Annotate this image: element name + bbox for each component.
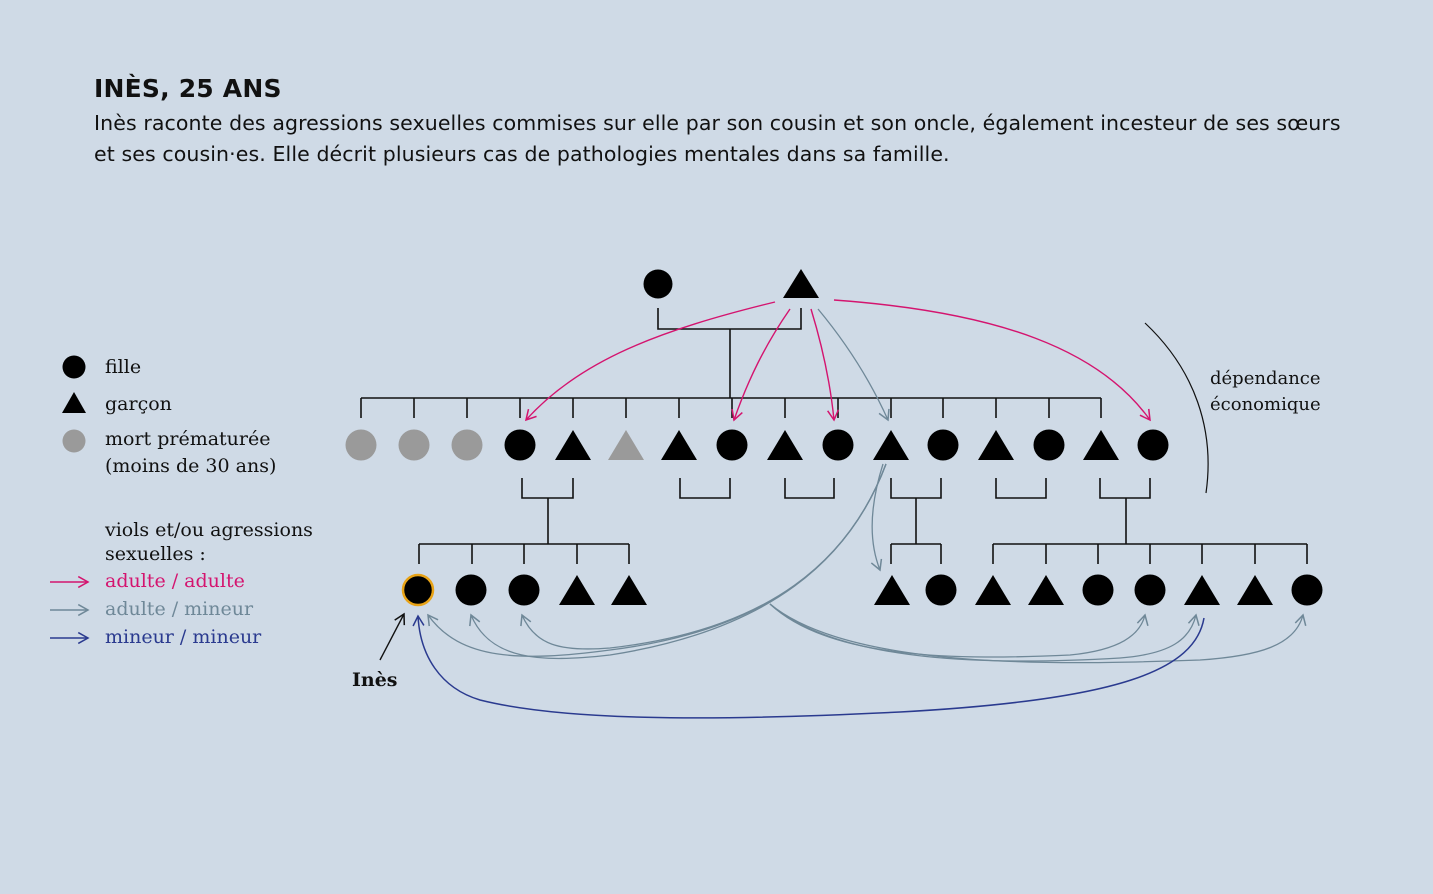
arrow-grey-grandfather	[817, 308, 890, 422]
legend-fille-label: fille	[105, 356, 141, 378]
legend-violence-title: viols et/ou agressions	[104, 519, 313, 541]
generation-3	[401, 573, 1323, 607]
legend-garcon-icon	[62, 392, 86, 413]
gen2-node-1-deceased	[345, 429, 377, 461]
arrow-grey-to-cousin-2	[769, 603, 1200, 662]
arrow-grey-uncle-to-ines	[427, 463, 887, 657]
legend-deceased-sublabel: (moins de 30 ans)	[105, 455, 276, 477]
gen2-node-9	[767, 430, 803, 460]
legend-adulte-mineur-label: adulte / mineur	[105, 598, 254, 620]
gen2-node-5	[555, 430, 591, 460]
arrows-adulte-mineur	[427, 308, 1307, 664]
dependance-label-1: dépendance	[1210, 368, 1321, 389]
gen2-node-7	[661, 430, 697, 460]
ines-node	[401, 573, 435, 607]
economic-dependence: dépendance économique	[1144, 322, 1321, 494]
legend-fille-icon	[62, 355, 86, 379]
gen3-right-node-3	[1082, 574, 1114, 606]
gen3-right-node-5-cousin	[1184, 575, 1220, 605]
arrow-pink-2	[731, 308, 791, 422]
grandfather-node	[783, 269, 819, 298]
gen3-left-node-3	[508, 574, 540, 606]
gen2-node-4	[504, 429, 536, 461]
dependance-label-2: économique	[1210, 394, 1321, 415]
ines-annotation: Inès	[352, 612, 406, 691]
gen2-node-3-deceased	[451, 429, 483, 461]
gen3-left-node-2	[455, 574, 487, 606]
gen2-node-15	[1083, 430, 1119, 460]
gen2-node-10	[822, 429, 854, 461]
legend-deceased-label: mort prématurée	[105, 428, 271, 450]
gen3-right-node-2	[1028, 575, 1064, 605]
gen2-node-8	[716, 429, 748, 461]
gen3-right-node-1	[975, 575, 1011, 605]
ines-label: Inès	[352, 669, 398, 691]
legend-adulte-adulte-label: adulte / adulte	[105, 570, 245, 592]
arrow-pink-4	[833, 299, 1151, 422]
arrow-grey-uncle-to-child	[870, 463, 884, 572]
gen2-node-14	[1033, 429, 1065, 461]
dependance-arc	[1144, 322, 1209, 494]
legend-garcon-label: garçon	[105, 393, 172, 415]
arrow-grey-uncle-to-sister-2	[520, 463, 887, 650]
arrow-grey-to-cousin-1	[769, 603, 1149, 658]
legend: fille garçon mort prématurée (moins de 3…	[50, 355, 313, 648]
arrow-grey-to-cousin-3	[769, 603, 1307, 664]
grandmother-node	[643, 269, 673, 299]
generation-2	[345, 429, 1169, 461]
arrow-pink-1	[524, 301, 776, 422]
arrow-pink-3	[810, 308, 840, 422]
gen2-node-11-uncle	[873, 430, 909, 460]
arrows-adulte-adulte	[524, 299, 1151, 422]
legend-mineur-mineur-label: mineur / mineur	[105, 626, 262, 648]
gen2-node-13	[978, 430, 1014, 460]
gen2-node-2-deceased	[398, 429, 430, 461]
gen2-node-6-deceased	[608, 430, 644, 460]
gen3-left-node-5	[611, 575, 647, 605]
gen3-right-node-4	[1134, 574, 1166, 606]
gen3-mid-node-2	[925, 574, 957, 606]
arrows-mineur-mineur	[412, 614, 1205, 719]
gen3-right-node-7	[1291, 574, 1323, 606]
gen2-node-12	[927, 429, 959, 461]
ines-pointer-arrow	[379, 612, 406, 661]
page-title: INÈS, 25 ANS	[94, 74, 282, 103]
legend-deceased-icon	[62, 429, 86, 453]
page-description: Inès raconte des agressions sexuelles co…	[94, 111, 1341, 166]
gen3-mid-node-1	[874, 575, 910, 605]
legend-violence-title-2: sexuelles :	[105, 543, 206, 565]
gen3-right-node-6	[1237, 575, 1273, 605]
generation-1	[643, 269, 819, 299]
gen3-left-node-4	[559, 575, 595, 605]
arrow-blue-cousin-to-ines	[412, 614, 1205, 719]
gen2-node-16	[1137, 429, 1169, 461]
